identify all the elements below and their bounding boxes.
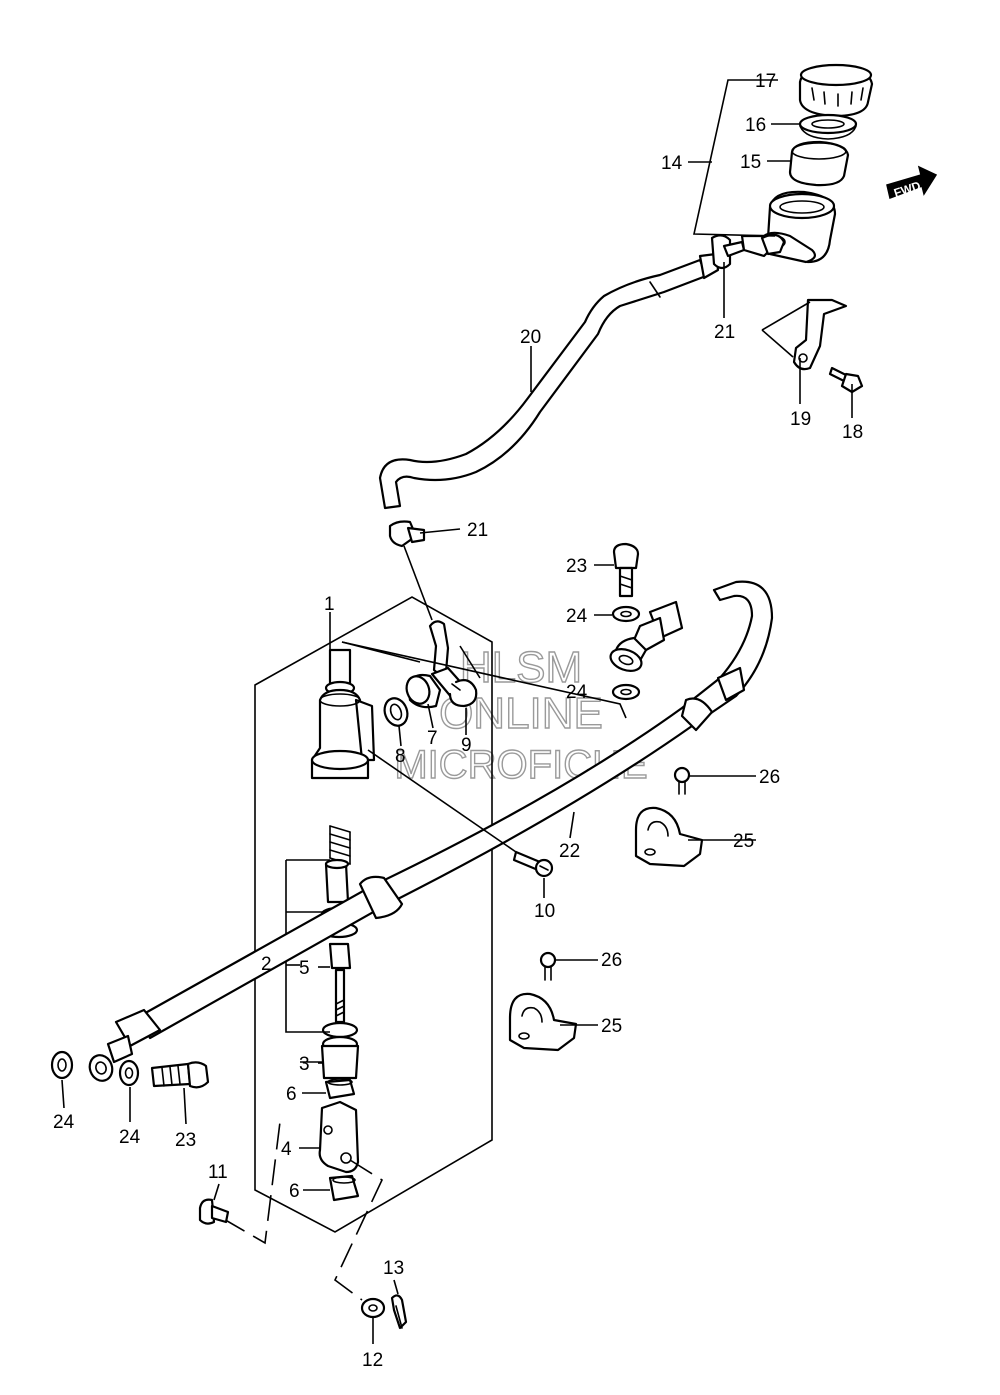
banjo-fitting-lower — [88, 1034, 134, 1082]
callout-6-upper: 6 — [286, 1084, 297, 1105]
clevis-washer — [360, 1297, 386, 1319]
washer-lower-a — [50, 1050, 74, 1080]
callout-18: 18 — [842, 422, 863, 443]
callout-21-mid: 21 — [467, 520, 488, 541]
reservoir-tank — [758, 190, 837, 264]
bracket-bolt — [828, 366, 864, 394]
inlet-circlip — [448, 679, 478, 708]
watermark-line1: HLSM — [460, 643, 582, 692]
reservoir-bracket — [761, 298, 848, 371]
callout-25-lower: 25 — [601, 1016, 622, 1037]
washer-upper-b — [611, 683, 641, 701]
reservoir-diaphragm — [788, 140, 850, 187]
union-bolt-upper — [612, 542, 640, 598]
callout-14: 14 — [661, 153, 683, 174]
callout-22: 22 — [559, 841, 580, 862]
pushrod-clevis — [318, 1100, 360, 1174]
reservoir-diaphragm-plate — [798, 113, 858, 140]
hose-clamp-top — [710, 233, 786, 270]
inlet-grommet — [405, 673, 442, 709]
callout-8: 8 — [395, 746, 406, 767]
piston-spring — [329, 825, 351, 865]
callout-21-top: 21 — [714, 322, 735, 343]
union-bolt-lower — [150, 1061, 210, 1089]
callout-12: 12 — [362, 1350, 383, 1371]
guide-screw-upper — [673, 766, 691, 795]
callout-1: 1 — [324, 594, 335, 615]
cotter-line — [333, 1159, 384, 1301]
callout-11: 11 — [208, 1162, 228, 1183]
cotter-pin — [390, 1294, 408, 1330]
washer-upper-a — [611, 605, 641, 623]
callout-24-mid: 24 — [566, 682, 588, 703]
hose-guide-lower — [508, 992, 578, 1052]
clevis-pin — [198, 1198, 230, 1225]
callout-10: 10 — [534, 901, 555, 922]
callout-15: 15 — [740, 152, 761, 173]
reservoir-cap — [798, 63, 874, 118]
leader-lines — [61, 79, 853, 1344]
washer-lower-b — [118, 1059, 140, 1087]
reservoir-hose — [378, 252, 720, 510]
callout-26-lower: 26 — [601, 950, 622, 971]
mounting-bolt — [512, 850, 554, 878]
clevis-nut — [328, 1174, 360, 1202]
callout-6-lower: 6 — [289, 1181, 300, 1202]
callout-24-left2: 24 — [119, 1127, 141, 1148]
guide-screw-lower — [539, 951, 557, 981]
callout-4: 4 — [281, 1139, 292, 1160]
callout-25-upper: 25 — [733, 831, 754, 852]
callout-23-upper: 23 — [566, 556, 587, 577]
callouts: 17 16 15 14 21 19 18 20 21 23 24 24 1 8 … — [53, 71, 863, 1371]
callout-17: 17 — [755, 71, 776, 92]
callout-23-lower: 23 — [175, 1130, 196, 1151]
callout-5: 5 — [299, 958, 310, 979]
callout-13: 13 — [383, 1258, 404, 1279]
callout-26-upper: 26 — [759, 767, 780, 788]
inlet-seal — [383, 697, 409, 727]
callout-24-upper: 24 — [566, 606, 588, 627]
master-cylinder-kit-outline — [254, 596, 493, 1233]
hose-clamp-mid — [388, 520, 426, 548]
callout-9: 9 — [461, 735, 472, 756]
forward-arrow-icon: FWD — [886, 165, 938, 200]
pushrod-locknut — [324, 1078, 356, 1100]
callout-24-left: 24 — [53, 1112, 75, 1133]
pushrod — [320, 968, 360, 1080]
banjo-fitting-upper — [609, 616, 666, 672]
callout-7: 7 — [427, 728, 438, 749]
hose-guide-upper — [634, 806, 704, 868]
callout-20: 20 — [520, 327, 541, 348]
callout-16: 16 — [745, 115, 766, 136]
clevis-pin-line — [221, 1121, 281, 1245]
callout-19: 19 — [790, 409, 811, 430]
callout-2: 2 — [261, 954, 272, 975]
callout-3: 3 — [299, 1054, 310, 1075]
master-cylinder-body — [310, 648, 376, 780]
